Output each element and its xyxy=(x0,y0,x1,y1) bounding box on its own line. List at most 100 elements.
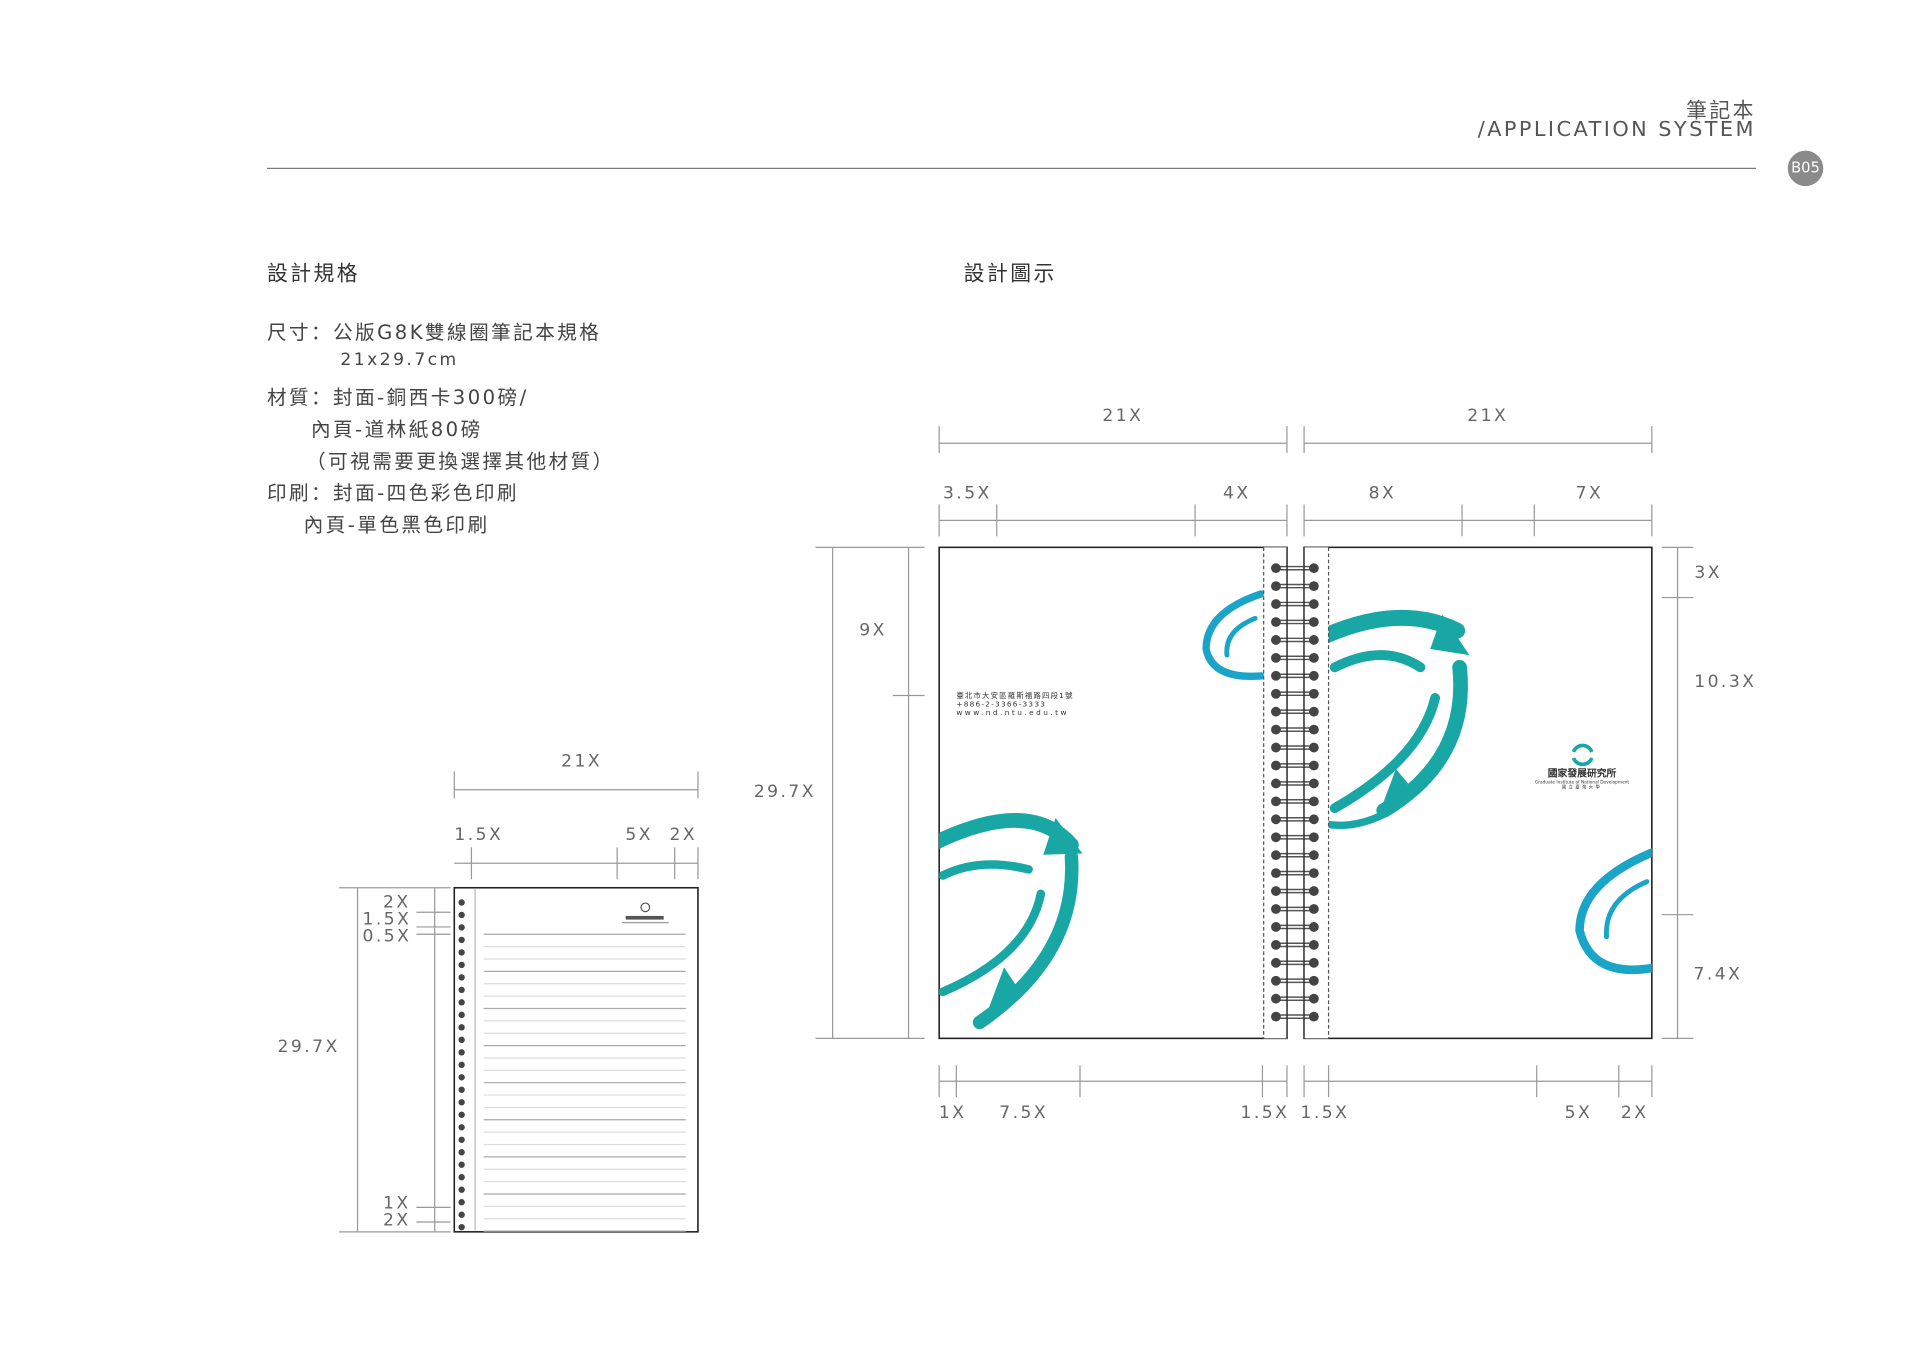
spiral-hole xyxy=(1308,760,1319,771)
spec-material: 材質：封面-銅西卡300磅/ xyxy=(266,385,529,409)
spiral-hole xyxy=(1308,939,1319,950)
dim-label: 1X xyxy=(382,1193,411,1214)
spiral-hole xyxy=(1271,1011,1281,1022)
spiral-hole xyxy=(1271,814,1281,825)
header-subtitle: /APPLICATION SYSTEM xyxy=(1477,117,1756,143)
binding-hole xyxy=(458,961,465,969)
spiral-hole xyxy=(1271,993,1281,1004)
spiral-hole xyxy=(1308,850,1319,861)
spiral-hole xyxy=(1271,832,1281,843)
dim-label: 7.4X xyxy=(1693,964,1743,985)
spec-size: 尺寸：公版G8K雙線圈筆記本規格 xyxy=(266,320,602,345)
binding-hole xyxy=(458,1149,465,1156)
spiral-hole xyxy=(1308,778,1319,789)
header-rule xyxy=(266,167,1756,169)
spec-material-note: （可視需要更換選擇其他材質） xyxy=(306,449,615,473)
spiral-hole xyxy=(1308,581,1319,592)
inner-page-drawing xyxy=(339,771,699,1233)
spiral-hole xyxy=(1271,581,1281,592)
spec-heading: 設計規格 xyxy=(266,262,361,287)
dim-label: 7.5X xyxy=(999,1103,1049,1123)
swirl-graphic-back xyxy=(939,590,1265,1030)
binding-hole xyxy=(458,1024,465,1031)
spiral-hole xyxy=(1308,796,1319,807)
dim-label: 29.7X xyxy=(277,1037,340,1057)
spiral-hole xyxy=(1271,563,1281,574)
spec-print-inner: 內頁-單色黑色印刷 xyxy=(303,513,490,537)
spec-size-value: 21x29.7cm xyxy=(340,350,459,370)
spiral-hole xyxy=(1308,904,1319,914)
spiral-hole xyxy=(1271,904,1281,914)
binding-hole xyxy=(458,1161,465,1168)
binding-hole xyxy=(458,1099,465,1106)
spiral-hole xyxy=(1271,742,1281,753)
binding-hole xyxy=(458,1136,465,1143)
logo-name: 國家發展研究所 xyxy=(1547,767,1617,779)
binding-hole xyxy=(458,1086,465,1093)
logo-sub: 國立臺灣大學 xyxy=(1561,784,1603,790)
spiral-hole xyxy=(1271,796,1281,807)
front-logo xyxy=(1571,743,1594,767)
binding-hole xyxy=(458,986,465,994)
spread-dimensions xyxy=(815,426,1694,1098)
dim-label: 3.5X xyxy=(942,483,992,504)
spiral-hole xyxy=(1308,724,1319,735)
spiral-hole xyxy=(1308,670,1319,681)
spiral-hole xyxy=(1271,975,1281,986)
dim-label: 21X xyxy=(1467,406,1509,427)
spiral-hole xyxy=(1271,760,1281,771)
dim-label: 2X xyxy=(1620,1103,1649,1123)
binding-hole xyxy=(458,974,465,981)
spiral-hole xyxy=(1308,563,1319,574)
dim-label: 0.5X xyxy=(362,926,412,947)
binding-hole xyxy=(458,936,465,944)
dim-label: 2X xyxy=(382,1211,411,1231)
binding-hole xyxy=(458,899,465,906)
spiral-hole xyxy=(1308,1011,1319,1022)
dim-label: 2X xyxy=(669,825,698,845)
spec-material-inner: 內頁-道林紙80磅 xyxy=(311,417,483,441)
spiral-hole xyxy=(1308,599,1319,609)
dim-label: 5X xyxy=(625,825,653,845)
spiral-hole xyxy=(1271,670,1281,681)
spiral-hole xyxy=(1308,922,1319,932)
binding-hole xyxy=(458,949,465,956)
binding-hole xyxy=(458,1174,465,1181)
binding-hole xyxy=(458,911,465,919)
address: 臺北市大安區羅斯福路四段1號 xyxy=(956,691,1074,701)
dim-label: 21X xyxy=(1102,406,1144,427)
binding-hole xyxy=(458,1011,465,1019)
dim-label: 2X xyxy=(382,892,411,913)
spiral-hole xyxy=(1271,617,1281,627)
spiral-hole xyxy=(1308,742,1319,753)
binding-hole xyxy=(458,1111,465,1118)
spiral-hole xyxy=(1271,868,1281,879)
header-title: 筆記本 xyxy=(1686,99,1756,124)
dim-label: 3X xyxy=(1694,563,1722,583)
spiral-hole xyxy=(1271,635,1281,645)
spec-print: 印刷：封面-四色彩色印刷 xyxy=(266,481,519,505)
page-badge: B05 xyxy=(1787,150,1824,187)
spiral-hole xyxy=(1308,688,1319,699)
phone: +886-2-3366-3333 xyxy=(956,700,1047,709)
spiral-hole xyxy=(1271,850,1281,861)
dim-label: 1X xyxy=(938,1103,967,1123)
spiral-hole xyxy=(1271,957,1281,968)
dim-label: 1.5X xyxy=(1240,1103,1290,1123)
spiral-hole xyxy=(1271,922,1281,932)
spiral-hole xyxy=(1308,975,1319,986)
binding-hole xyxy=(458,924,465,931)
spiral-hole xyxy=(1308,635,1319,645)
binding-hole xyxy=(458,1224,465,1231)
spiral-hole xyxy=(1308,886,1319,896)
logo-english: Graduate Institute of National Developme… xyxy=(1534,780,1630,785)
spiral-hole xyxy=(1308,706,1319,717)
binding-hole xyxy=(458,1074,465,1081)
binding-hole xyxy=(458,1049,465,1056)
dim-label: 21X xyxy=(561,751,603,772)
spiral-hole xyxy=(1308,617,1319,627)
website: www.nd.ntu.edu.tw xyxy=(956,708,1069,718)
binding-hole xyxy=(458,999,465,1006)
spiral-hole xyxy=(1271,886,1281,896)
